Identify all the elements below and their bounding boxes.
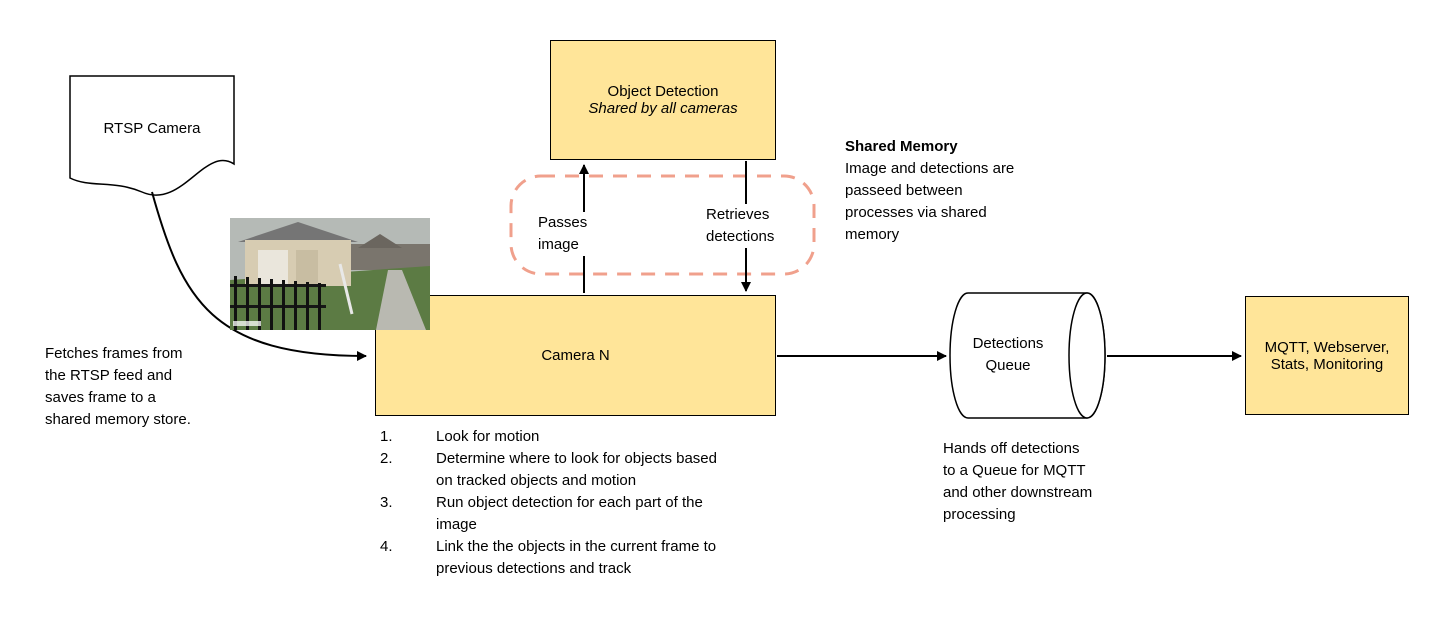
camera-steps-list: Look for motion Determine where to look …	[380, 426, 740, 580]
rtsp-camera-shape	[69, 75, 235, 196]
detections-queue-shape	[949, 292, 1106, 419]
passes-image-label: Passes image	[536, 212, 600, 256]
shared-memory-note: Shared Memory Image and detections are p…	[845, 136, 1031, 246]
hands-off-note: Hands off detections to a Queue for MQTT…	[943, 440, 1093, 523]
camera-n-label: Camera N	[541, 347, 610, 364]
shared-memory-note-body: Image and detections are passeed between…	[845, 160, 1015, 243]
object-detection-title: Object Detection	[607, 83, 719, 100]
detections-queue-label: Detections Queue	[972, 335, 1044, 374]
camera-snapshot-image	[230, 218, 430, 330]
node-camera-n: Camera N	[375, 295, 776, 416]
fetches-frames-note: Fetches frames from the RTSP feed and sa…	[45, 345, 191, 428]
node-mqtt-webserver: MQTT, Webserver, Stats, Monitoring	[1245, 296, 1409, 415]
edge-rtsp-to-camera-n	[151, 191, 367, 361]
mqtt-label: MQTT, Webserver, Stats, Monitoring	[1264, 338, 1390, 373]
object-detection-subtitle: Shared by all cameras	[588, 100, 738, 117]
camera-step-4: Link the the objects in the current fram…	[436, 538, 717, 577]
shared-memory-note-title: Shared Memory	[845, 138, 958, 155]
retrieves-detections-label: Retrieves detections	[704, 204, 792, 248]
camera-step-2: Determine where to look for objects base…	[436, 450, 717, 489]
rtsp-camera-label: RTSP Camera	[103, 120, 201, 137]
camera-step-1: Look for motion	[436, 428, 540, 445]
shared-memory-region	[509, 174, 816, 276]
camera-step-3: Run object detection for each part of th…	[436, 494, 703, 533]
node-object-detection: Object Detection Shared by all cameras	[550, 40, 776, 160]
